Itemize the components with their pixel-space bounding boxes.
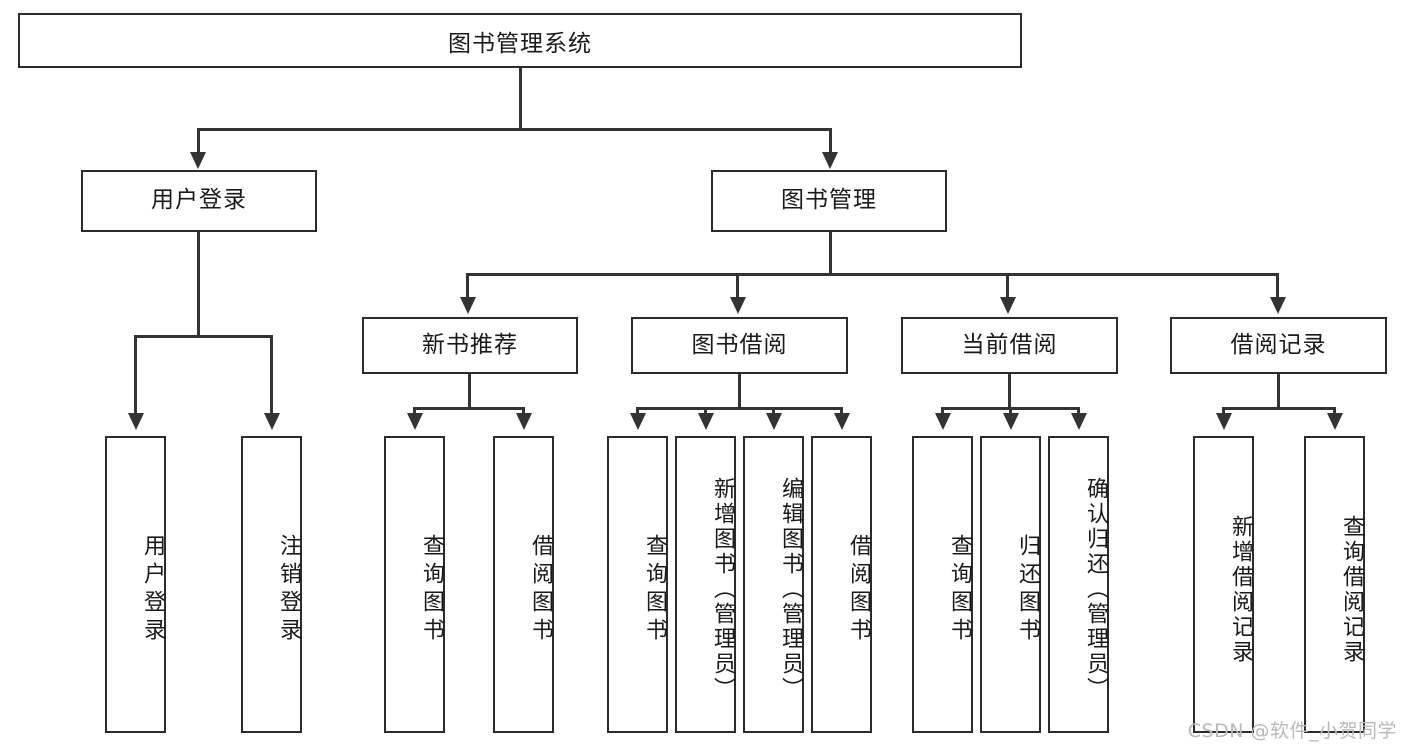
edge-book-manage-stem [829, 232, 832, 275]
arrow-to-user-login [190, 152, 206, 169]
edge-bb-bus [636, 407, 842, 410]
edge-bb-drop-3 [772, 407, 775, 417]
edge-cb-stem [1008, 374, 1011, 410]
node-current-borrow[interactable]: 当前借阅 [901, 317, 1118, 374]
arrow-to-leaf-return-book [1003, 413, 1019, 430]
arrow-to-new-book-recommend [460, 297, 476, 314]
leaf-confirm-return[interactable]: 确认归还（管理员） [1048, 436, 1109, 733]
edge-bm-drop-borrow-record [1276, 273, 1279, 301]
leaf-query-book-3[interactable]: 查询图书 [912, 436, 973, 733]
leaf-add-book[interactable]: 新增图书（管理员） [675, 436, 736, 733]
leaf-borrow-book-1[interactable]: 借阅图书 [493, 436, 554, 733]
arrow-to-leaf-edit-book [766, 413, 782, 430]
edge-br-stem [1277, 374, 1280, 410]
arrow-to-current-borrow [1000, 297, 1016, 314]
edge-user-login-bus [134, 335, 272, 338]
arrow-to-book-manage [822, 152, 838, 169]
edge-user-login-drop-1 [134, 335, 137, 417]
edge-book-manage-bus [466, 273, 1279, 276]
edge-cb-drop-3 [1077, 407, 1080, 417]
node-borrow-record[interactable]: 借阅记录 [1170, 317, 1387, 374]
edge-br-drop-2 [1333, 407, 1336, 417]
arrow-to-borrow-record [1270, 297, 1286, 314]
edge-root-to-user-login [197, 128, 200, 156]
edge-bm-drop-current-borrow [1006, 273, 1009, 301]
edge-bb-stem [738, 374, 741, 410]
arrow-to-leaf-borrow-book-2 [834, 413, 850, 430]
edge-user-login-stem [197, 232, 200, 337]
node-root-system[interactable]: 图书管理系统 [18, 13, 1022, 68]
arrow-to-leaf-borrow-book-1 [516, 413, 532, 430]
edge-nbr-stem [468, 374, 471, 410]
edge-root-bus [197, 128, 832, 131]
leaf-query-record[interactable]: 查询借阅记录 [1304, 436, 1365, 733]
leaf-add-record[interactable]: 新增借阅记录 [1193, 436, 1254, 733]
edge-user-login-drop-2 [270, 335, 273, 417]
arrow-to-leaf-query-book-3 [935, 413, 951, 430]
leaf-edit-book[interactable]: 编辑图书（管理员） [743, 436, 804, 733]
edge-nbr-drop-1 [413, 407, 416, 417]
leaf-user-login[interactable]: 用户登录 [105, 436, 166, 733]
edge-br-drop-1 [1222, 407, 1225, 417]
arrow-to-leaf-confirm-return [1071, 413, 1087, 430]
arrow-to-leaf-user-login [128, 413, 144, 430]
edge-nbr-drop-2 [522, 407, 525, 417]
edge-root-to-book-manage [829, 128, 832, 156]
edge-nbr-bus [413, 407, 525, 410]
node-book-borrow[interactable]: 图书借阅 [631, 317, 848, 374]
edge-bm-drop-new-book [466, 273, 469, 301]
node-book-manage[interactable]: 图书管理 [711, 170, 947, 232]
node-new-book-recommend[interactable]: 新书推荐 [362, 317, 578, 374]
arrow-to-leaf-logout-login [264, 413, 280, 430]
arrow-to-leaf-query-book-1 [407, 413, 423, 430]
edge-bb-drop-4 [840, 407, 843, 417]
leaf-query-book-1[interactable]: 查询图书 [384, 436, 445, 733]
edge-cb-drop-1 [941, 407, 944, 417]
csdn-watermark: CSDN @软件_小贺同学 [1187, 720, 1397, 742]
leaf-return-book[interactable]: 归还图书 [980, 436, 1041, 733]
edge-bb-drop-1 [636, 407, 639, 417]
edge-cb-drop-2 [1009, 407, 1012, 417]
arrow-to-book-borrow [730, 297, 746, 314]
edge-bm-drop-book-borrow [736, 273, 739, 301]
leaf-query-book-2[interactable]: 查询图书 [607, 436, 668, 733]
edge-root-stem [519, 68, 522, 130]
arrow-to-leaf-add-book [698, 413, 714, 430]
leaf-borrow-book-2[interactable]: 借阅图书 [811, 436, 872, 733]
edge-br-bus [1222, 407, 1336, 410]
arrow-to-leaf-add-record [1216, 413, 1232, 430]
arrow-to-leaf-query-book-2 [630, 413, 646, 430]
arrow-to-leaf-query-record [1327, 413, 1343, 430]
leaf-logout-login[interactable]: 注销登录 [241, 436, 302, 733]
node-user-login[interactable]: 用户登录 [81, 170, 317, 232]
edge-bb-drop-2 [704, 407, 707, 417]
